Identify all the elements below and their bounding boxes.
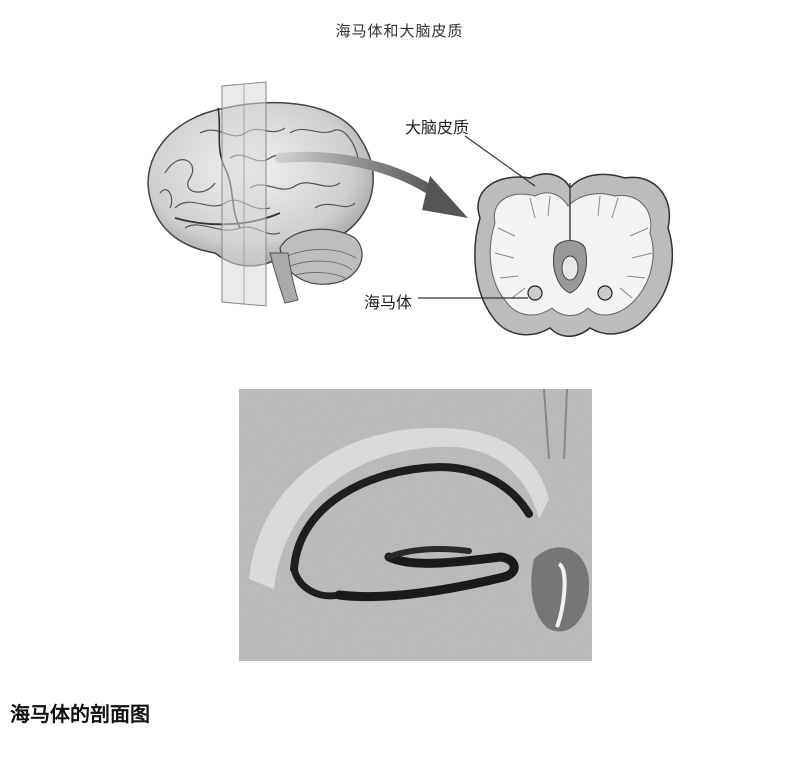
brain-illustration <box>147 81 674 337</box>
arrow-icon <box>275 151 468 218</box>
hippocampus-label: 海马体 <box>364 293 413 312</box>
hippocampus-section-image <box>239 389 592 661</box>
coronal-section <box>474 173 674 337</box>
figure-title: 海马体和大脑皮质 <box>335 22 464 40</box>
slice-plane <box>221 81 267 307</box>
cortex-leader-line <box>464 135 536 187</box>
figure-caption: 海马体的剖面图 <box>10 702 150 726</box>
cerebral-cortex-label: 大脑皮质 <box>405 118 470 137</box>
